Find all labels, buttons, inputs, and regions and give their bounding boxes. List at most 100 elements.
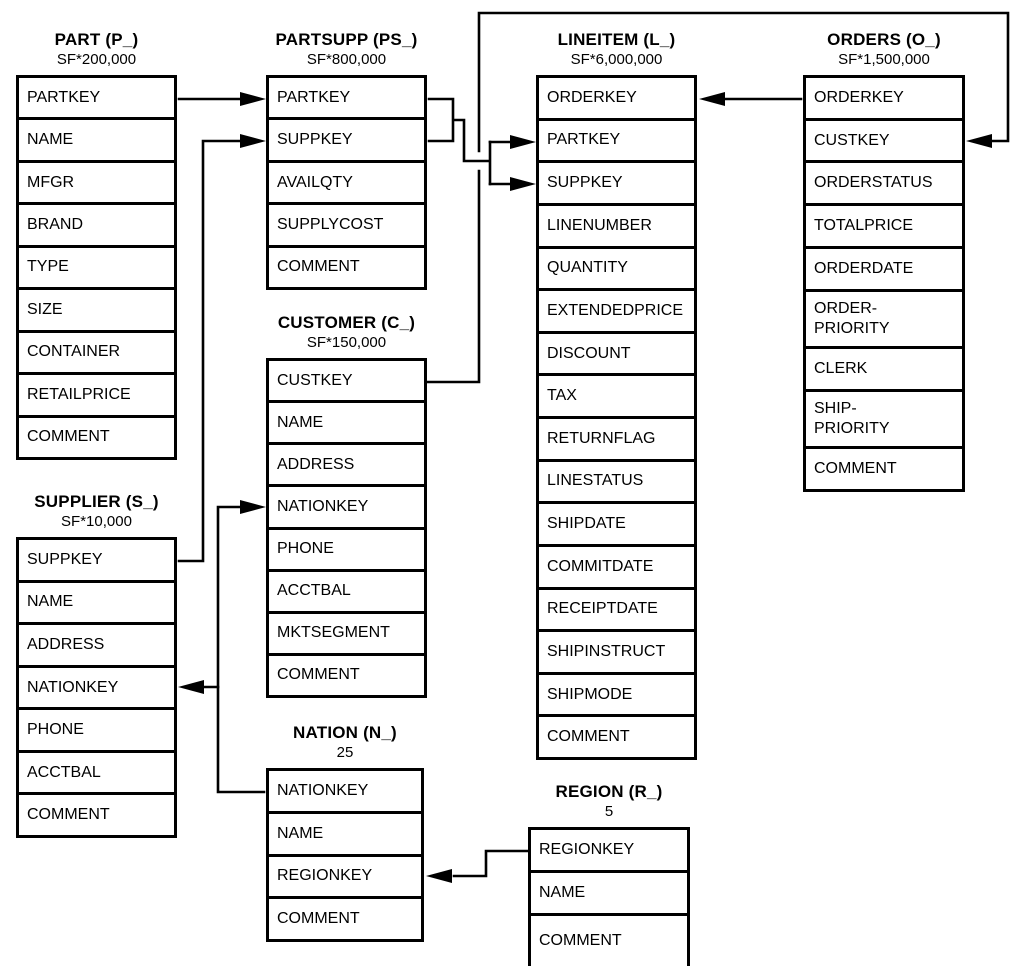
field-orderstatus: ORDERSTATUS (806, 163, 962, 207)
field-label: COMMENT (277, 910, 360, 928)
field-label: LINENUMBER (547, 216, 652, 234)
field-label: NAME (27, 131, 74, 149)
field-label: NAME (277, 413, 324, 431)
field-label: SHIPDATE (547, 515, 626, 533)
field-partkey: PARTKEY (19, 78, 174, 121)
field-mfgr: MFGR (19, 163, 174, 206)
field-label: CLERK (814, 359, 868, 377)
table-nation-cardinality: 25 (336, 744, 354, 761)
field-label: EXTENDEDPRICE (547, 301, 684, 319)
table-partsupp-title: PARTSUPP (PS_) (275, 30, 418, 49)
field-custkey: CUSTKEY (269, 361, 424, 404)
field-label: PARTKEY (277, 88, 351, 106)
field-nationkey: NATIONKEY (19, 668, 174, 711)
field-label: CONTAINER (27, 343, 121, 361)
field-orderkey: ORDERKEY (539, 78, 694, 121)
field-extendedprice: EXTENDEDPRICE (539, 291, 694, 334)
field-comment: COMMENT (269, 899, 421, 939)
field-linenumber: LINENUMBER (539, 206, 694, 249)
field-label: PARTKEY (547, 131, 621, 149)
table-part-cardinality: SF*200,000 (56, 51, 137, 68)
field-commitdate: COMMITDATE (539, 547, 694, 590)
table-lineitem-header: LINEITEM (L_) SF*6,000,000 (536, 29, 697, 75)
field-phone: PHONE (269, 530, 424, 572)
field-label: RETAILPRICE (27, 385, 131, 403)
field-name: NAME (269, 403, 424, 446)
field-label: SUPPKEY (277, 131, 353, 149)
table-lineitem-columns: ORDERKEY PARTKEY SUPPKEY LINENUMBER QUANTITY… (536, 75, 697, 760)
table-region-title: REGION (R_) (555, 782, 663, 801)
table-customer-header: CUSTOMER (C_) SF*150,000 (266, 312, 427, 358)
field-label: PHONE (27, 721, 84, 739)
field-type: TYPE (19, 248, 174, 291)
field-label: TAX (547, 387, 577, 405)
field-availqty: AVAILQTY (269, 163, 424, 206)
field-container: CONTAINER (19, 333, 174, 376)
table-region-header: REGION (R_) 5 (528, 781, 690, 827)
field-suppkey: SUPPKEY (539, 163, 694, 206)
table-partsupp: PARTSUPP (PS_) SF*800,000 PARTKEY SUPPKEY… (266, 30, 427, 290)
field-label: TOTALPRICE (814, 217, 913, 235)
field-label: REGIONKEY (277, 867, 373, 885)
field-label: LINESTATUS (547, 472, 644, 490)
table-lineitem: LINEITEM (L_) SF*6,000,000 ORDERKEY PARTK… (536, 30, 697, 760)
field-name: NAME (19, 120, 174, 163)
field-receiptdate: RECEIPTDATE (539, 590, 694, 633)
field-discount: DISCOUNT (539, 334, 694, 377)
field-phone: PHONE (19, 710, 174, 753)
field-quantity: QUANTITY (539, 249, 694, 292)
field-comment: COMMENT (539, 717, 694, 757)
field-shipdate: SHIPDATE (539, 504, 694, 547)
table-orders-header: ORDERS (O_) SF*1,500,000 (803, 29, 965, 75)
field-label: COMMENT (814, 460, 897, 478)
field-label: COMMITDATE (547, 557, 654, 575)
field-label: TYPE (27, 258, 69, 276)
table-supplier-title: SUPPLIER (S_) (34, 492, 159, 511)
field-label: ACCTBAL (277, 582, 351, 600)
field-acctbal: ACCTBAL (19, 753, 174, 796)
field-label: CUSTKEY (277, 371, 353, 389)
field-order-priority: ORDER- PRIORITY (806, 292, 962, 350)
field-regionkey: REGIONKEY (531, 830, 687, 873)
field-label: PHONE (277, 540, 334, 558)
table-partsupp-header: PARTSUPP (PS_) SF*800,000 (266, 29, 427, 75)
arrow-supplier-suppkey-to-partsupp-suppkey (177, 134, 266, 563)
field-label: PARTKEY (27, 88, 101, 106)
field-label: NAME (27, 593, 74, 611)
table-customer-title: CUSTOMER (C_) (277, 313, 416, 332)
field-label: ORDERDATE (814, 259, 914, 277)
table-part: PART (P_) SF*200,000 PARTKEY NAME MFGR BRAN… (16, 30, 177, 460)
field-ship-priority: SHIP- PRIORITY (806, 392, 962, 450)
table-lineitem-cardinality: SF*6,000,000 (570, 51, 663, 68)
field-label: ORDER- PRIORITY (814, 299, 890, 337)
arrow-orders-orderkey-to-lineitem-orderkey (699, 92, 803, 106)
table-region-cardinality: 5 (604, 803, 614, 820)
field-suppkey: SUPPKEY (269, 120, 424, 163)
field-comment: COMMENT (269, 656, 424, 695)
field-suppkey: SUPPKEY (19, 540, 174, 583)
field-linestatus: LINESTATUS (539, 462, 694, 505)
field-label: NATIONKEY (27, 678, 119, 696)
field-label: ACCTBAL (27, 763, 101, 781)
field-supplycost: SUPPLYCOST (269, 205, 424, 248)
table-orders-cardinality: SF*1,500,000 (838, 51, 930, 68)
field-label: ORDERSTATUS (814, 174, 933, 192)
table-supplier-cardinality: SF*10,000 (61, 513, 132, 530)
field-label: BRAND (27, 216, 84, 234)
field-address: ADDRESS (269, 445, 424, 488)
field-label: COMMENT (277, 666, 360, 684)
table-part-header: PART (P_) SF*200,000 (16, 29, 177, 75)
arrow-region-regionkey-to-nation-regionkey (426, 849, 532, 883)
field-label: SHIP- PRIORITY (814, 400, 890, 438)
arrow-customer-custkey-to-orders-custkey (424, 11, 1010, 384)
field-label: RECEIPTDATE (547, 600, 658, 618)
table-supplier-header: SUPPLIER (S_) SF*10,000 (16, 491, 177, 537)
